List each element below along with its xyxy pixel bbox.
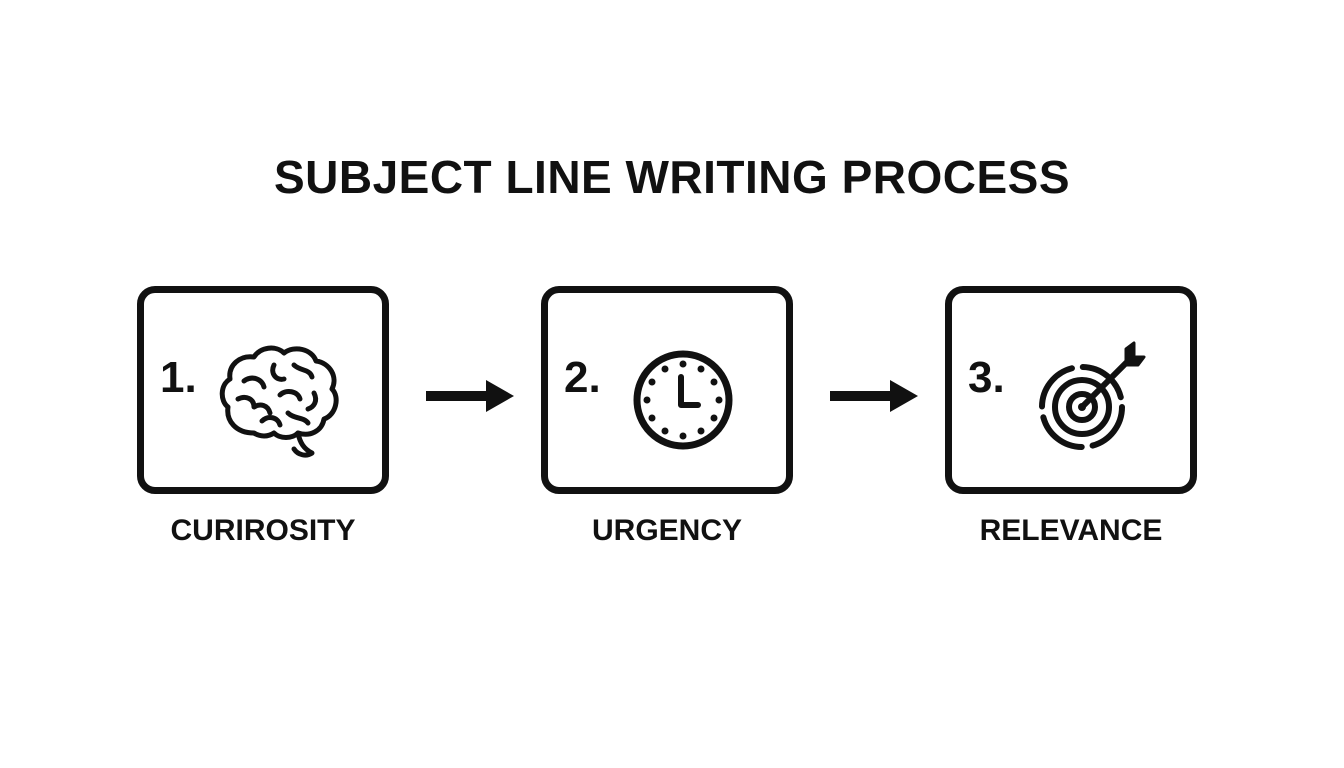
step-box-2: 2.	[541, 286, 793, 494]
step-label-2: URGENCY	[591, 514, 742, 547]
arrow-right-icon	[426, 380, 514, 412]
step-number-3: 3.	[968, 353, 1005, 402]
arrow-right-icon	[830, 380, 918, 412]
clock-icon	[633, 350, 733, 450]
step-number-1: 1.	[160, 353, 197, 402]
diagram-title: SUBJECT LINE WRITING PROCESS	[273, 151, 1071, 203]
brain-icon	[219, 345, 339, 458]
step-label-1: CURIROSITY	[170, 514, 356, 547]
step-box-1: 1.	[137, 286, 389, 494]
step-label-3: RELEVANCE	[979, 514, 1163, 547]
target-icon	[1039, 341, 1146, 450]
step-box-3: 3.	[945, 286, 1197, 494]
step-number-2: 2.	[564, 353, 601, 402]
